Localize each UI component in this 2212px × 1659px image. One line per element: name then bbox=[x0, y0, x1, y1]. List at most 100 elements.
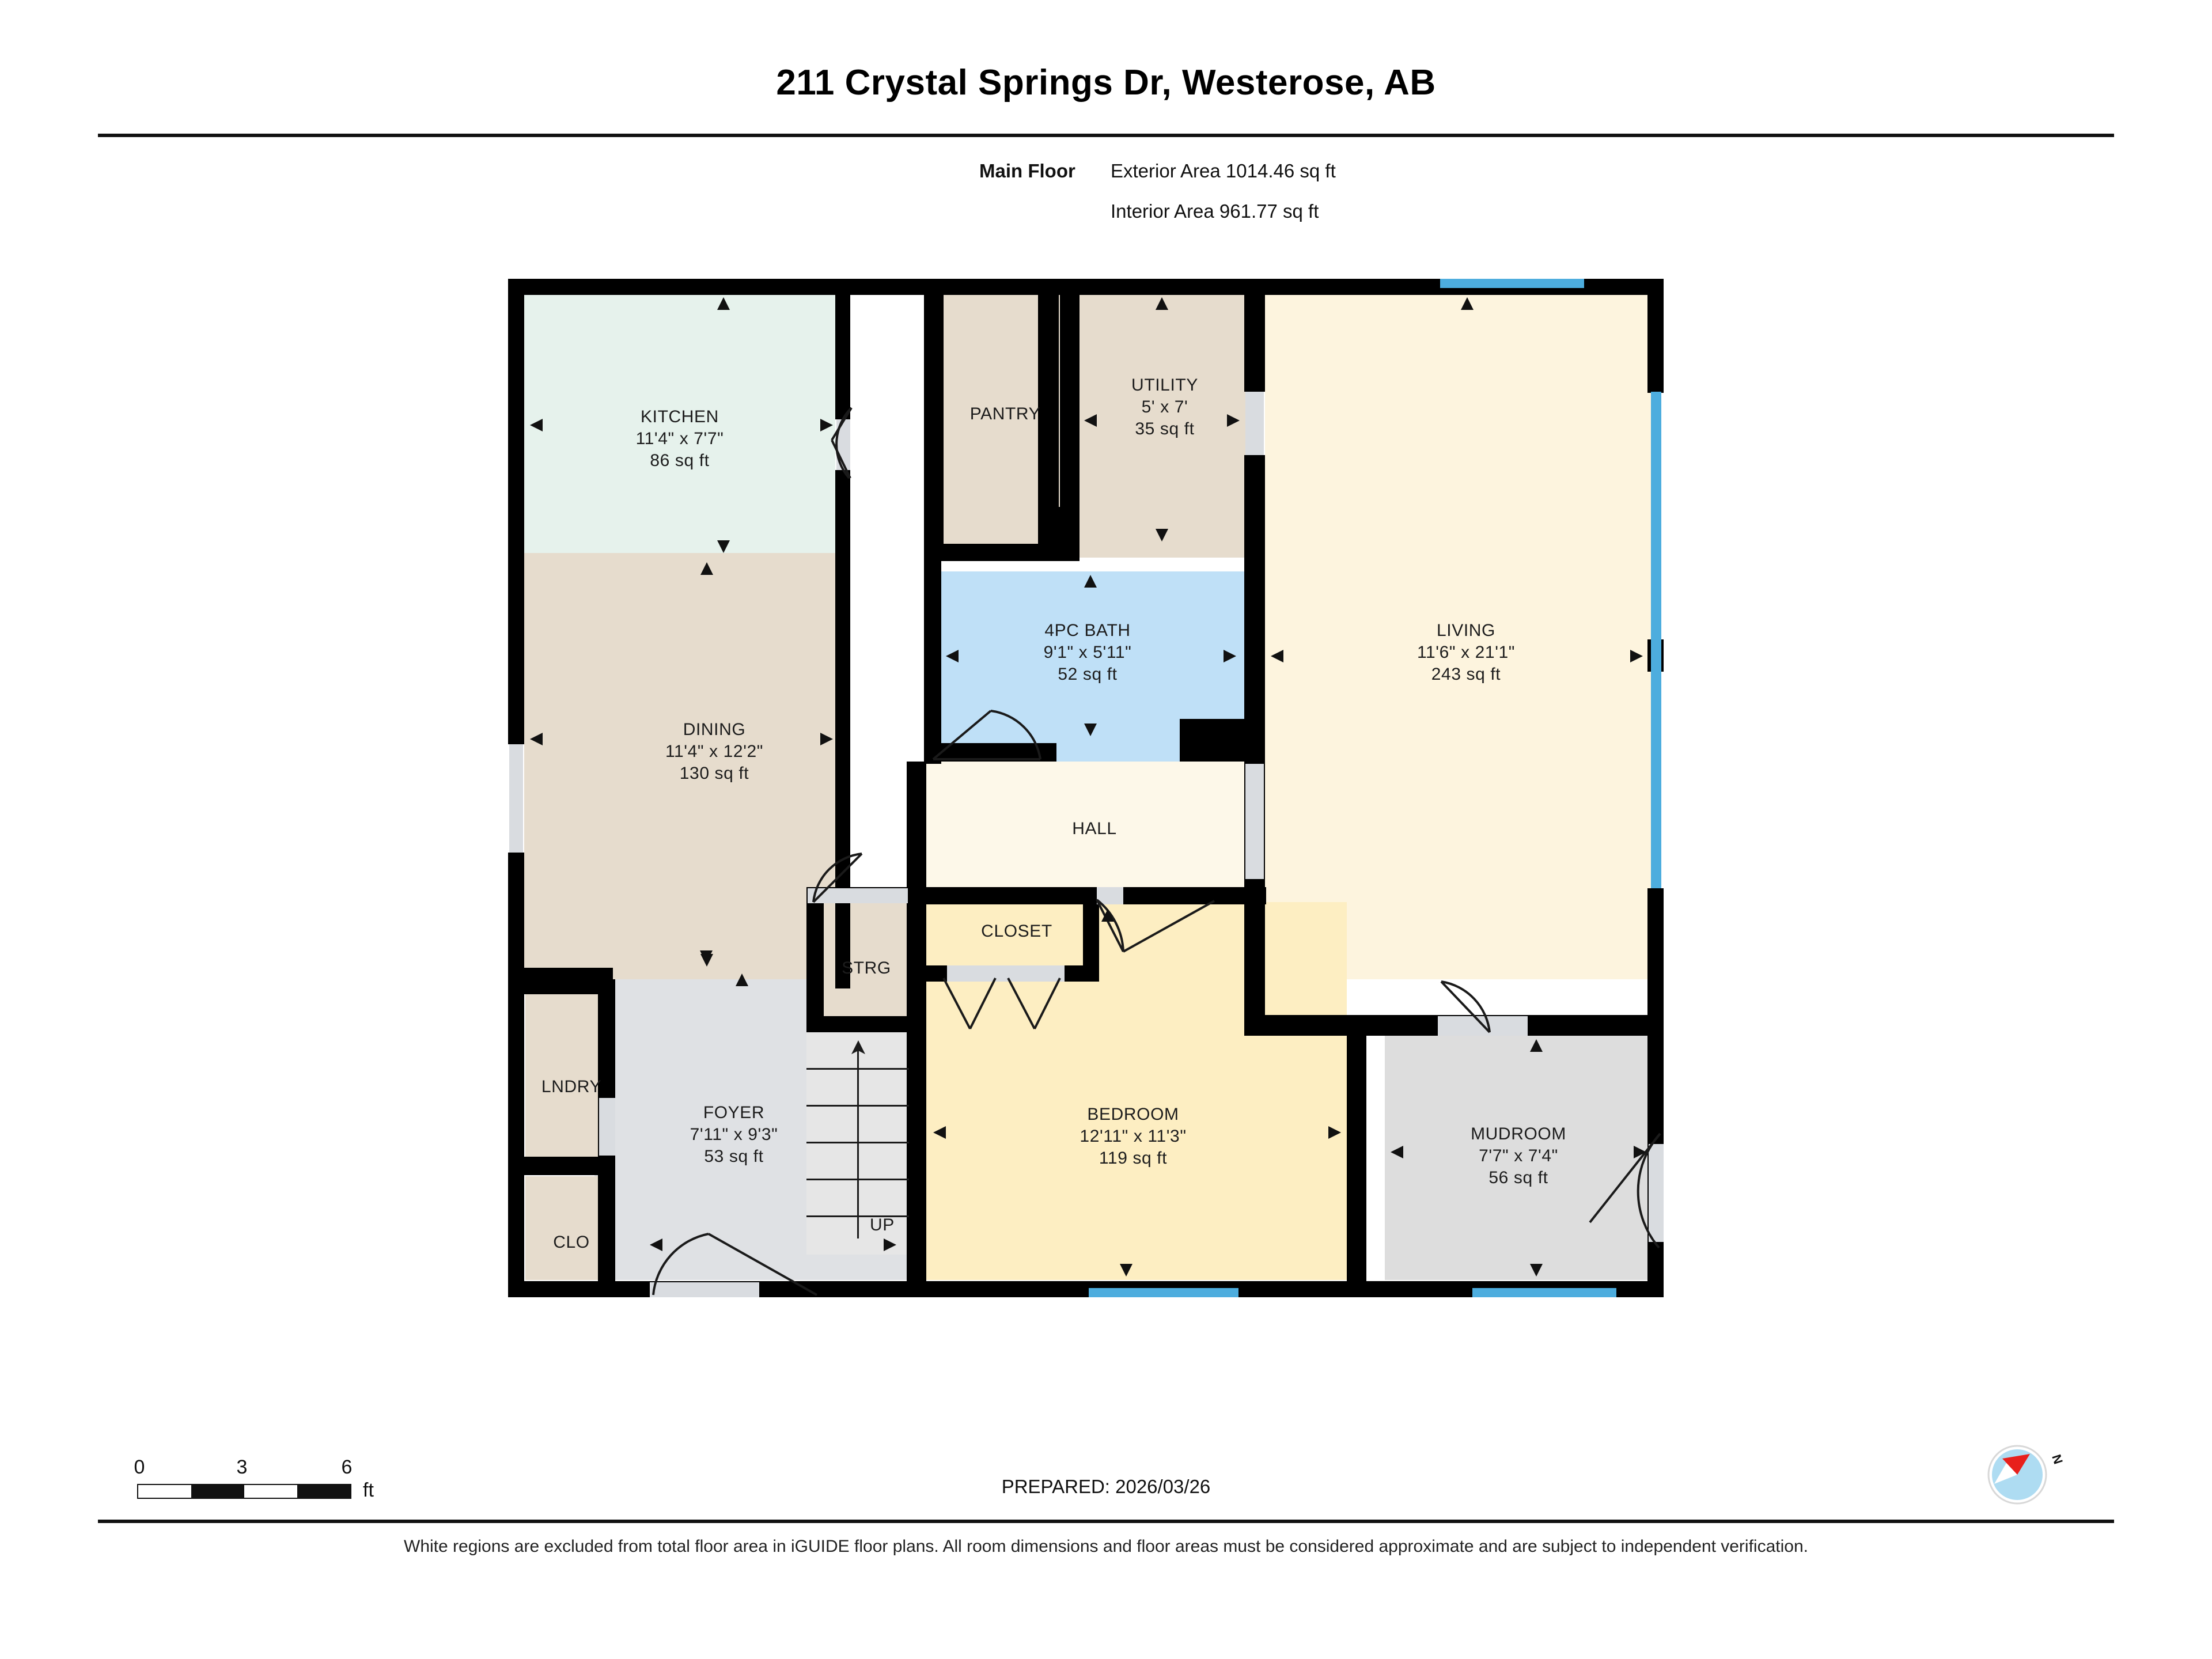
dim-arrow-mudroom-right bbox=[1634, 1146, 1646, 1158]
dim-arrow-kitchen-bottom bbox=[717, 540, 730, 553]
wall-bedroom-right bbox=[1347, 1015, 1366, 1297]
compass-needle-white-icon bbox=[1994, 1462, 2017, 1484]
wall-hall-bottom-left bbox=[907, 887, 1097, 904]
dim-arrow-foyer-left bbox=[650, 1238, 662, 1251]
scale-unit-label: ft bbox=[363, 1479, 374, 1501]
dim-arrow-utility-left bbox=[1084, 414, 1097, 427]
scale-bar-graphic bbox=[137, 1484, 351, 1499]
door-swing-strg bbox=[812, 853, 863, 903]
dim-arrow-foyer-top2 bbox=[736, 974, 748, 986]
wall-closet-right bbox=[1083, 887, 1099, 980]
wall-bath-right bbox=[1244, 556, 1265, 743]
dim-arrow-bedroom-top bbox=[1101, 909, 1114, 922]
floor-label: Main Floor bbox=[979, 160, 1075, 181]
room-utility bbox=[1078, 294, 1245, 558]
label-bedroom: BEDROOM 12'11" x 11'3" 119 sq ft bbox=[1080, 1105, 1187, 1168]
staircase bbox=[806, 1031, 909, 1255]
doorway-lndry-front bbox=[599, 1098, 615, 1156]
wall-strg-left bbox=[806, 887, 824, 1032]
wall-utility-right-lower bbox=[1244, 455, 1265, 563]
room-bath bbox=[940, 571, 1245, 741]
doorway-hall-living bbox=[1245, 764, 1264, 879]
scale-tick-3: 3 bbox=[236, 1456, 248, 1478]
dim-arrow-mudroom-left bbox=[1391, 1146, 1403, 1158]
wall-lndry-top bbox=[524, 979, 615, 994]
door-swing-mudroom-exterior bbox=[1589, 1132, 1661, 1249]
wall-bedroom-left bbox=[907, 887, 926, 1297]
dim-arrow-living-top bbox=[1461, 297, 1474, 310]
label-clo: CLO bbox=[553, 1233, 590, 1252]
dim-arrow-living-left bbox=[1271, 650, 1283, 662]
doorway-dining-exterior bbox=[509, 744, 523, 853]
exterior-wall-left-upper bbox=[508, 279, 524, 744]
disclaimer-text: White regions are excluded from total fl… bbox=[404, 1537, 1808, 1556]
window-living-top bbox=[1440, 279, 1584, 288]
wall-living-left bbox=[1244, 279, 1265, 392]
doorway-closet-front bbox=[947, 965, 1065, 982]
dim-arrow-foyer-top bbox=[700, 950, 713, 963]
label-bath: 4PC BATH 9'1" x 5'11" 52 sq ft bbox=[1043, 621, 1132, 684]
dim-arrow-dining-right bbox=[820, 733, 833, 745]
room-dining bbox=[524, 553, 835, 979]
dim-arrow-dining-left bbox=[530, 733, 543, 745]
label-mudroom: MUDROOM 7'7" x 7'4" 56 sq ft bbox=[1471, 1124, 1566, 1187]
room-pantry-ext bbox=[944, 294, 1039, 559]
dim-arrow-bedroom-bottom bbox=[1120, 1264, 1132, 1277]
dim-arrow-bedroom-left bbox=[933, 1126, 946, 1139]
door-swing-bath bbox=[932, 710, 1041, 760]
label-strg: STRG bbox=[842, 959, 891, 978]
wall-utility-left bbox=[1060, 279, 1080, 561]
label-foyer: FOYER 7'11" x 9'3" 53 sq ft bbox=[690, 1103, 778, 1166]
door-swing-bedroom bbox=[1096, 899, 1215, 953]
stairs-direction-arrow-icon bbox=[851, 1040, 865, 1054]
dim-arrow-mudroom-bottom bbox=[1530, 1264, 1543, 1277]
wall-kitchen-right-lower bbox=[835, 470, 850, 988]
wall-pantry-left bbox=[924, 279, 944, 561]
stairs-up-label: UP bbox=[870, 1215, 895, 1234]
prepared-date: PREPARED: 2026/03/26 bbox=[1001, 1476, 1211, 1497]
room-clo bbox=[525, 1176, 612, 1280]
scale-bar-ticks: 0 3 6 bbox=[134, 1456, 368, 1482]
compass-needle-red-icon bbox=[2002, 1454, 2030, 1475]
label-utility: UTILITY 5' x 7' 35 sq ft bbox=[1131, 376, 1198, 438]
room-living bbox=[1265, 294, 1653, 979]
compass-north-label: N bbox=[2049, 1453, 2066, 1466]
wall-strg-bottom bbox=[806, 1016, 909, 1032]
interior-area-value: Interior Area 961.77 sq ft bbox=[1111, 200, 1319, 222]
door-swing-closet-right bbox=[1007, 978, 1061, 1029]
wall-clo-right bbox=[598, 1175, 615, 1281]
label-dining: DINING 11'4" x 12'2" 130 sq ft bbox=[665, 720, 764, 783]
dim-arrow-utility-bottom bbox=[1156, 529, 1168, 541]
scale-tick-0: 0 bbox=[134, 1456, 145, 1478]
room-kitchen bbox=[524, 294, 835, 553]
dim-arrow-living-right bbox=[1630, 650, 1643, 662]
window-living-right bbox=[1651, 392, 1661, 888]
door-swing-kitchen bbox=[831, 407, 853, 479]
dim-arrow-mudroom-top bbox=[1530, 1039, 1543, 1052]
dim-arrow-bath-right bbox=[1224, 650, 1236, 662]
wall-pantry-right bbox=[1038, 279, 1059, 509]
label-living: LIVING 11'6" x 21'1" 243 sq ft bbox=[1416, 621, 1516, 684]
label-kitchen: KITCHEN 11'4" x 7'7" 86 sq ft bbox=[635, 407, 724, 470]
wall-pantry-bottom bbox=[924, 544, 1078, 561]
header-divider bbox=[98, 134, 2114, 137]
label-hall: HALL bbox=[1072, 819, 1117, 838]
wall-hall-left bbox=[907, 762, 926, 904]
exterior-wall-right-upper bbox=[1647, 279, 1664, 393]
footer-divider bbox=[98, 1520, 2114, 1523]
door-swing-closet-left bbox=[942, 978, 997, 1029]
scale-bar: 0 3 6 ft bbox=[134, 1456, 374, 1501]
door-swing-mudroom-living bbox=[1440, 980, 1491, 1033]
label-lndry: LNDRY bbox=[541, 1077, 602, 1096]
window-bedroom-bottom bbox=[1089, 1288, 1238, 1297]
dim-arrow-kitchen-left bbox=[530, 419, 543, 431]
label-pantry: PANTRY bbox=[969, 404, 1041, 423]
wall-lndry-bottom bbox=[508, 1157, 615, 1175]
dim-arrow-utility-right bbox=[1227, 414, 1240, 427]
wall-kitchen-right bbox=[835, 279, 850, 419]
doorway-bedroom-hall bbox=[1097, 887, 1123, 904]
label-closet: CLOSET bbox=[981, 922, 1052, 941]
dim-arrow-bedroom-right bbox=[1328, 1126, 1341, 1139]
